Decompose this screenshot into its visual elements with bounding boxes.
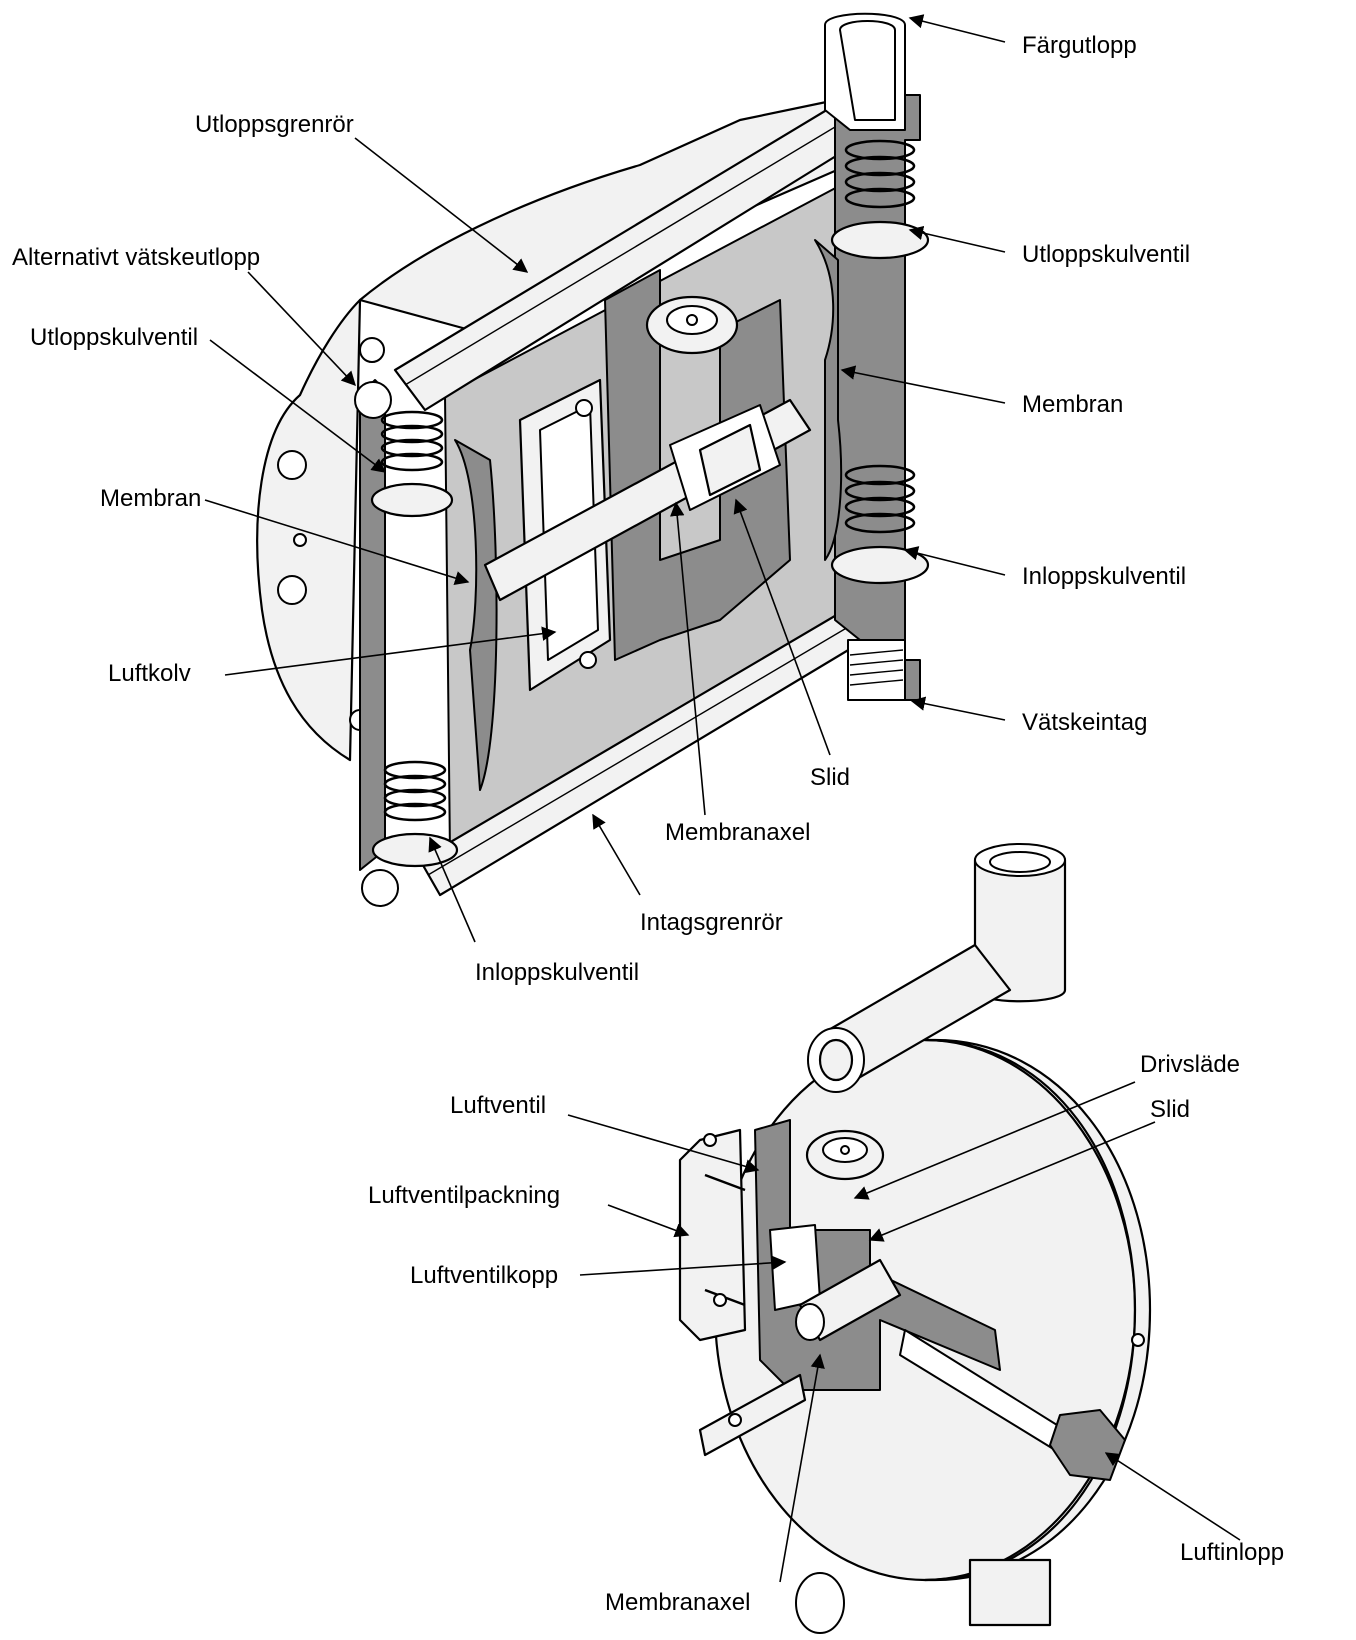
label-luftinlopp: Luftinlopp	[1180, 1539, 1284, 1566]
bottom-pipe-end	[795, 1572, 845, 1634]
label-fargutlopp: Färgutlopp	[1022, 32, 1137, 59]
label-luftventilkopp: Luftventilkopp	[410, 1262, 558, 1289]
label-utloppskulventil-right: Utloppskulventil	[1022, 241, 1190, 268]
bottom-pipe	[968, 1558, 1052, 1627]
pump-cutaway-view	[256, 12, 930, 907]
label-utloppsgrenror: Utloppsgrenrör	[195, 111, 354, 138]
label-luftventil: Luftventil	[450, 1092, 546, 1119]
right-outlet-ball-valve	[830, 139, 930, 260]
label-membran-left: Membran	[100, 485, 201, 512]
left-fluid-cover	[359, 379, 386, 871]
label-drivslade: Drivsläde	[1140, 1051, 1240, 1078]
leader-lines	[204, 14, 1241, 1583]
label-alternativt-vatskeutlopp: Alternativt vätskeutlopp	[12, 244, 260, 271]
label-utloppskulventil-left: Utloppskulventil	[30, 324, 198, 351]
label-slid-top: Slid	[810, 764, 850, 791]
left-outlet-ball-valve	[370, 410, 454, 518]
right-diaphragm	[814, 239, 843, 561]
fluid-inlet-port	[847, 639, 906, 701]
label-luftventilpackning: Luftventilpackning	[368, 1182, 560, 1209]
mounting-bracket	[698, 1373, 807, 1457]
label-inloppskulventil-bottom: Inloppskulventil	[475, 959, 639, 986]
label-membran-right: Membran	[1022, 391, 1123, 418]
label-luftkolv: Luftkolv	[108, 660, 191, 687]
label-membranaxel-top: Membranaxel	[665, 819, 810, 846]
alternate-inlet-plug	[361, 869, 399, 907]
label-membranaxel-bottom: Membranaxel	[605, 1589, 750, 1616]
pump-housing	[256, 298, 362, 762]
alternate-outlet-plug	[354, 381, 392, 419]
label-inloppskulventil-right: Inloppskulventil	[1022, 563, 1186, 590]
air-valve-block	[678, 1128, 747, 1342]
center-body	[604, 269, 791, 661]
callout-labels: Färgutlopp Utloppsgrenrör Utloppskulvent…	[12, 32, 1284, 1616]
left-diaphragm	[454, 439, 498, 791]
air-valve-view	[678, 843, 1152, 1634]
label-intagsgrenror: Intagsgrenrör	[640, 909, 783, 936]
right-inlet-ball-valve	[830, 464, 930, 585]
housing-top-shell	[358, 93, 862, 332]
label-vatskeintag: Vätskeintag	[1022, 709, 1147, 736]
label-slid-bottom: Slid	[1150, 1096, 1190, 1123]
